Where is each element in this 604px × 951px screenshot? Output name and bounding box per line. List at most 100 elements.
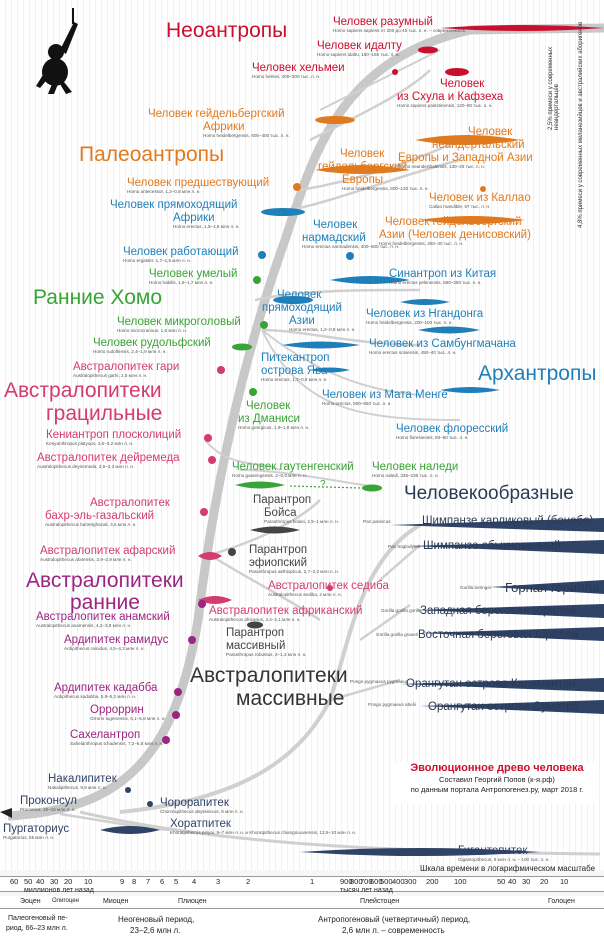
period-neogene-1: Неогеновый период, bbox=[118, 915, 195, 924]
antecessor-dot bbox=[293, 183, 301, 191]
species-ru-name: Человек разумный bbox=[333, 16, 433, 28]
ape-latin-chimp: Pan troglodytes bbox=[388, 544, 420, 549]
group-apes: Человекообразные bbox=[404, 483, 574, 504]
species-ru-name: Африки bbox=[203, 121, 245, 133]
ape-latin-wgorilla: Gorilla gorilla gorilla bbox=[381, 608, 422, 613]
axis-tick: 9 bbox=[120, 877, 125, 886]
title-box: Эволюционное древо человека Составил Гео… bbox=[395, 762, 599, 804]
species-latin-name: Gigantopithecus, 9 млн л. н. – 100 тыс. … bbox=[458, 857, 550, 862]
orrorin-dot bbox=[172, 711, 180, 719]
species-latin-name: Purgatorius, 65 млн л. н. bbox=[3, 835, 55, 840]
species-ru-name: нармадский bbox=[302, 232, 366, 244]
kenyan-dot bbox=[204, 434, 212, 442]
species-latin-name: Homo gautengensis, 2–0,8 млн л. н. bbox=[232, 473, 307, 478]
species-ru-name: Ардипитек кадабба bbox=[54, 682, 158, 694]
axis-tick: 8 bbox=[132, 877, 137, 886]
species-ru-name: Человек умелый bbox=[149, 268, 238, 280]
sahel-dot bbox=[162, 736, 170, 744]
side-note-melanesian: 4,8% примеси у современных меланезийцев … bbox=[578, 21, 584, 228]
erectus-africa-spindle bbox=[261, 208, 305, 216]
species-label-java1: Питекантроп bbox=[261, 352, 330, 364]
axis-tick: 6 bbox=[160, 877, 165, 886]
idaltu-spindle bbox=[418, 46, 438, 54]
homo-branch-path bbox=[309, 69, 431, 142]
africanus-spindle bbox=[198, 596, 232, 604]
helmei-dot bbox=[392, 69, 398, 75]
group-early-aus-1: Австралопитеки bbox=[26, 569, 184, 592]
species-ru-name: Европы bbox=[342, 174, 384, 186]
ramidus-dot bbox=[188, 636, 196, 644]
species-label-heid_eu2: гейдельбергский bbox=[318, 161, 407, 173]
ape-latin-bonobo: Pan paniscus bbox=[363, 519, 391, 524]
species-ru-name: Человек bbox=[313, 219, 358, 231]
sapiens-spindle bbox=[440, 25, 604, 31]
species-ru-name: гейдельбергский bbox=[318, 161, 408, 173]
robustus-spindle bbox=[247, 621, 263, 629]
species-latin-name: Homo erectus narmadensis, 400–500 тыс. л… bbox=[302, 244, 400, 249]
species-ru-name: из Дманиси bbox=[238, 413, 300, 425]
species-latin-name: Homo heidelbergensis, 800–130 тыс. л. н. bbox=[342, 186, 429, 191]
species-ru-name: Австралопитек седиба bbox=[268, 580, 389, 592]
period-anthropogene-2: 2,6 млн л. – современность bbox=[342, 926, 445, 935]
species-latin-name: Paranthropus robustus, 2–1,3 млн л. н. bbox=[226, 652, 307, 657]
species-ru-name: Питекантроп bbox=[261, 352, 330, 364]
narmada-dot bbox=[346, 252, 354, 260]
species-label-denis1: Человек гейдельбергский bbox=[385, 216, 522, 228]
epoch-pliocene: Плиоцен bbox=[178, 898, 207, 905]
khorat-spindle bbox=[100, 826, 160, 834]
species-ru-name: Африки bbox=[173, 212, 215, 224]
species-label-bahr1: Австралопитек bbox=[90, 497, 170, 509]
species-latin-name: Australopithecus anamensis, 4,2–3,8 млн … bbox=[36, 623, 132, 628]
species-latin-name: Orrorin tugenensis, 6,1–5,8 млн л. н. bbox=[90, 716, 166, 721]
axis-tick: 40 bbox=[36, 877, 45, 886]
species-ru-name: Пургаториус bbox=[3, 823, 70, 835]
species-latin-name: Homo erectus, 1,2–0,8 млн л. н. bbox=[289, 327, 356, 332]
species-label-erect_as1: Человек bbox=[277, 289, 321, 301]
ape-label-egorilla: Восточная береговая горилла bbox=[418, 629, 579, 641]
species-latin-name: Homo erectus pekinensis, 580–250 тыс. л.… bbox=[389, 280, 482, 285]
flores-spindle bbox=[440, 387, 500, 393]
axis-tick: 4 bbox=[192, 877, 197, 886]
epoch-eocene: Эоцен bbox=[20, 898, 41, 905]
species-latin-name: Chororapithecus abyssinicus, 8 млн л. н. bbox=[160, 809, 244, 814]
species-ru-name: Человек гейдельбергский bbox=[148, 108, 285, 120]
group-robust-1: Австралопитеки bbox=[190, 664, 348, 687]
axis-tick: 700 bbox=[360, 877, 373, 886]
anamensis-dot bbox=[198, 600, 206, 608]
species-ru-name: Ардипитек рамидус bbox=[64, 634, 169, 646]
species-latin-name: Homo sapiens palestinensis, 120–80 тыс. … bbox=[397, 103, 493, 108]
species-label-boisei1: Парантроп bbox=[253, 494, 311, 506]
species-ru-name: Человек из Каллао bbox=[429, 192, 531, 204]
epochs-band bbox=[0, 896, 604, 909]
kadabba-dot bbox=[174, 688, 182, 696]
species-ru-name: Хоратпитек bbox=[170, 818, 231, 830]
species-latin-name: Sahelanthropus tchadensis, 7,2–6,8 млн л… bbox=[70, 741, 164, 746]
sediba-dot bbox=[327, 585, 333, 591]
species-latin-name: Australopithecus afarensis, 3,9–2,9 млн … bbox=[40, 557, 132, 562]
species-ru-name: Бойса bbox=[264, 507, 297, 519]
axis-tick: 300 bbox=[404, 877, 417, 886]
axis-tick: 500 bbox=[380, 877, 393, 886]
axis-tick: 30 bbox=[50, 877, 59, 886]
background-grid bbox=[0, 0, 604, 870]
